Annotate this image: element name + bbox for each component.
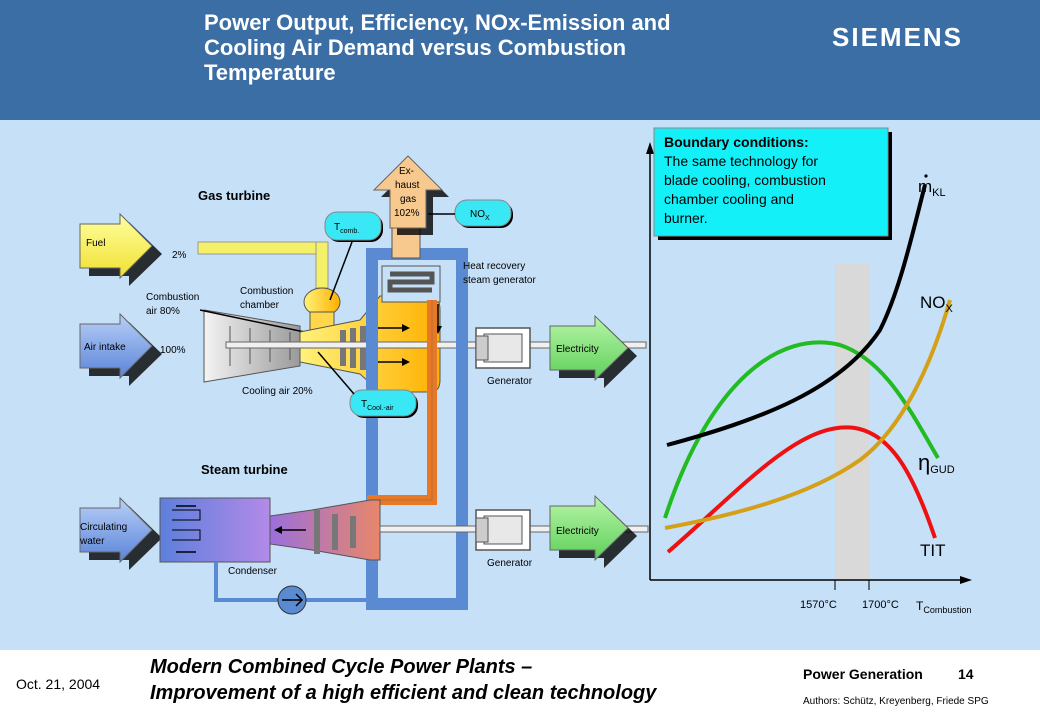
- exhaust-label-2: haust: [395, 180, 420, 191]
- fuel-arrow: Fuel: [79, 212, 162, 286]
- electricity-arrow-1: Electricity: [549, 314, 637, 388]
- fuel-percent: 2%: [172, 250, 187, 261]
- svg-text:NOX: NOX: [920, 293, 954, 315]
- page-number: 14: [958, 666, 974, 682]
- svg-text:Tcomb.: Tcomb.: [334, 222, 359, 235]
- footer: [0, 650, 1040, 720]
- m-kl-dot: [924, 174, 928, 178]
- x-axis-arrow: [960, 576, 972, 584]
- pump: [277, 585, 307, 615]
- footer-date: Oct. 21, 2004: [16, 676, 101, 692]
- circulating-label-1: Circulating: [80, 522, 127, 533]
- condenser-label: Condenser: [228, 566, 278, 577]
- tick-label-1700: 1700°C: [862, 599, 899, 611]
- boundary-line-3: chamber cooling and: [664, 191, 794, 207]
- t-cool-sub: Cool.-air: [367, 405, 394, 412]
- tick-label-1570: 1570°C: [800, 599, 837, 611]
- exhaust-label-1: Ex-: [399, 166, 414, 177]
- title-line-2: Cooling Air Demand versus Combustion: [204, 35, 627, 60]
- svg-text:TCool.-air: TCool.-air: [361, 399, 394, 412]
- air-intake-arrow: Air intake: [79, 312, 162, 386]
- t-comb-sub: comb.: [340, 228, 359, 235]
- nox-bubble: NOX: [454, 199, 513, 228]
- svg-text:NOX: NOX: [470, 209, 490, 222]
- footer-subtitle: Modern Combined Cycle Power Plants – Imp…: [150, 654, 656, 706]
- svg-text:ηGUD: ηGUD: [918, 450, 955, 476]
- temperature-band: [835, 264, 869, 580]
- t-comb-label: T: [334, 222, 340, 233]
- svg-text:mKL: mKL: [918, 177, 946, 199]
- generator-1: [475, 327, 531, 369]
- tit-label: TIT: [920, 541, 946, 560]
- eta-gud-label: η: [918, 450, 930, 475]
- boundary-conditions-box: Boundary conditions: The same technology…: [653, 127, 892, 240]
- m-kl-sub: KL: [932, 187, 945, 199]
- electricity-arrow-2: Electricity: [549, 494, 637, 568]
- nox-bubble-sub: X: [485, 215, 490, 222]
- steam-turbine: [269, 499, 381, 561]
- eta-gud-sub: GUD: [930, 464, 955, 476]
- exhaust-arrow: Ex- haust gas 102%: [372, 155, 449, 235]
- exhaust-label-4: 102%: [394, 208, 420, 219]
- section-label: Power Generation: [803, 666, 923, 682]
- hrsg-label-2: steam generator: [463, 275, 536, 286]
- t-comb-pointer: [329, 241, 353, 301]
- electricity-label-1: Electricity: [556, 344, 599, 355]
- subtitle-line-2: Improvement of a high efficient and clea…: [150, 682, 657, 704]
- combustion-chamber-label-1: Combustion: [240, 286, 293, 297]
- subtitle-line-1: Modern Combined Cycle Power Plants –: [150, 656, 533, 678]
- t-cool-label: T: [361, 399, 367, 410]
- gas-turbine-heading: Gas turbine: [198, 188, 270, 203]
- header-bar: Power Output, Efficiency, NOx-Emission a…: [0, 0, 1040, 120]
- combustion-chamber-label-2: chamber: [240, 300, 280, 311]
- t-comb-bubble: Tcomb.: [324, 211, 383, 242]
- nox-curve-sub: X: [946, 303, 954, 315]
- combustion-air-pointer: [199, 309, 315, 335]
- svg-text:TCombustion: TCombustion: [916, 599, 971, 615]
- fuel-line: [197, 241, 329, 289]
- hrsg-label-1: Heat recovery: [463, 261, 525, 272]
- t-cool-air-bubble: TCool.-air: [349, 389, 418, 418]
- cooling-air-label: Cooling air 20%: [242, 386, 313, 397]
- curve-nox: [664, 299, 952, 530]
- curve-tit: [666, 425, 937, 554]
- circulating-label-2: water: [79, 536, 105, 547]
- boundary-title: Boundary conditions:: [664, 134, 809, 150]
- y-axis-arrow: [646, 142, 654, 154]
- siemens-logo: SIEMENS: [832, 22, 964, 52]
- generator-1-label: Generator: [487, 376, 533, 387]
- boundary-line-2: blade cooling, combustion: [664, 172, 826, 188]
- condenser: [159, 497, 271, 563]
- curve-m-kl: [666, 184, 927, 447]
- nox-curve-label: NO: [920, 293, 946, 312]
- m-kl-label: m: [918, 177, 932, 196]
- generator-2-label: Generator: [487, 558, 533, 569]
- boundary-line-1: The same technology for: [664, 153, 818, 169]
- chart-area: mKL NOX ηGUD TIT 1570°C 1700°C TCombusti…: [646, 142, 972, 615]
- title-line-3: Temperature: [204, 60, 336, 85]
- circulating-water-arrow: Circulating water: [79, 496, 162, 570]
- nox-bubble-label: NO: [470, 209, 485, 220]
- heat-recovery-steam-generator: [366, 227, 468, 610]
- generator-2: [475, 509, 531, 551]
- electricity-label-2: Electricity: [556, 526, 599, 537]
- steam-turbine-heading: Steam turbine: [201, 462, 288, 477]
- x-axis-sub: Combustion: [923, 605, 971, 615]
- exhaust-label-3: gas: [400, 194, 416, 205]
- air-percent: 100%: [160, 345, 186, 356]
- t-cool-pointer: [317, 351, 355, 395]
- boundary-line-4: burner.: [664, 210, 708, 226]
- authors-line: Authors: Schütz, Kreyenberg, Friede SPG: [803, 696, 989, 707]
- title-line-1: Power Output, Efficiency, NOx-Emission a…: [204, 10, 671, 35]
- slide-title: Power Output, Efficiency, NOx-Emission a…: [204, 10, 804, 85]
- x-axis-label: T: [916, 599, 924, 613]
- combustion-air-label-1: Combustion: [146, 292, 199, 303]
- air-intake-label: Air intake: [84, 342, 126, 353]
- fuel-label: Fuel: [86, 238, 105, 249]
- combustion-air-label-2: air 80%: [146, 306, 180, 317]
